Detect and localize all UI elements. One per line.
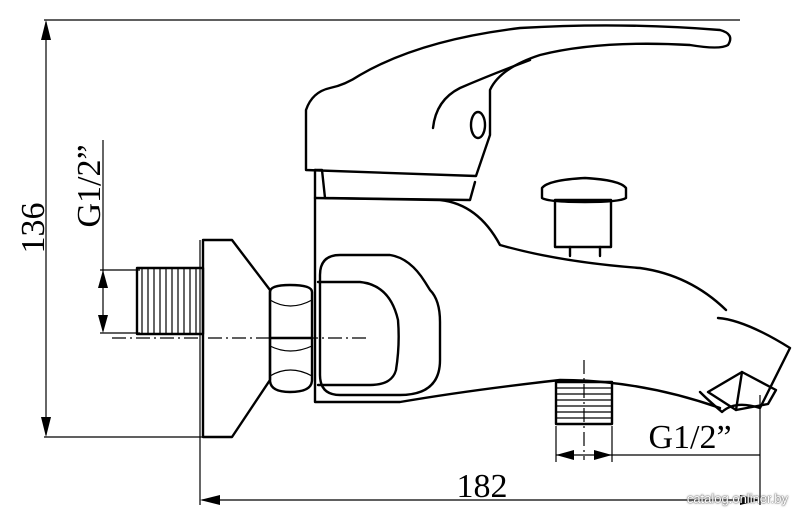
outlet-thread	[554, 360, 614, 460]
diverter-knob	[540, 176, 628, 258]
thread-right-label: G1/2”	[648, 419, 731, 456]
mixer-body	[313, 168, 728, 410]
lever-handle	[304, 24, 732, 178]
inlet-thread	[135, 266, 205, 336]
width-label: 182	[457, 468, 508, 505]
width-dimension: 182	[199, 240, 761, 505]
height-dimension: 136	[15, 19, 740, 438]
thread-right-dimension: G1/2”	[555, 419, 760, 462]
height-label: 136	[15, 203, 52, 254]
watermark: catalog.onliner.by	[686, 491, 788, 506]
thread-left-label: G1/2”	[71, 144, 108, 227]
thread-left-dimension: G1/2”	[71, 140, 140, 334]
spout-aerator	[698, 316, 792, 414]
